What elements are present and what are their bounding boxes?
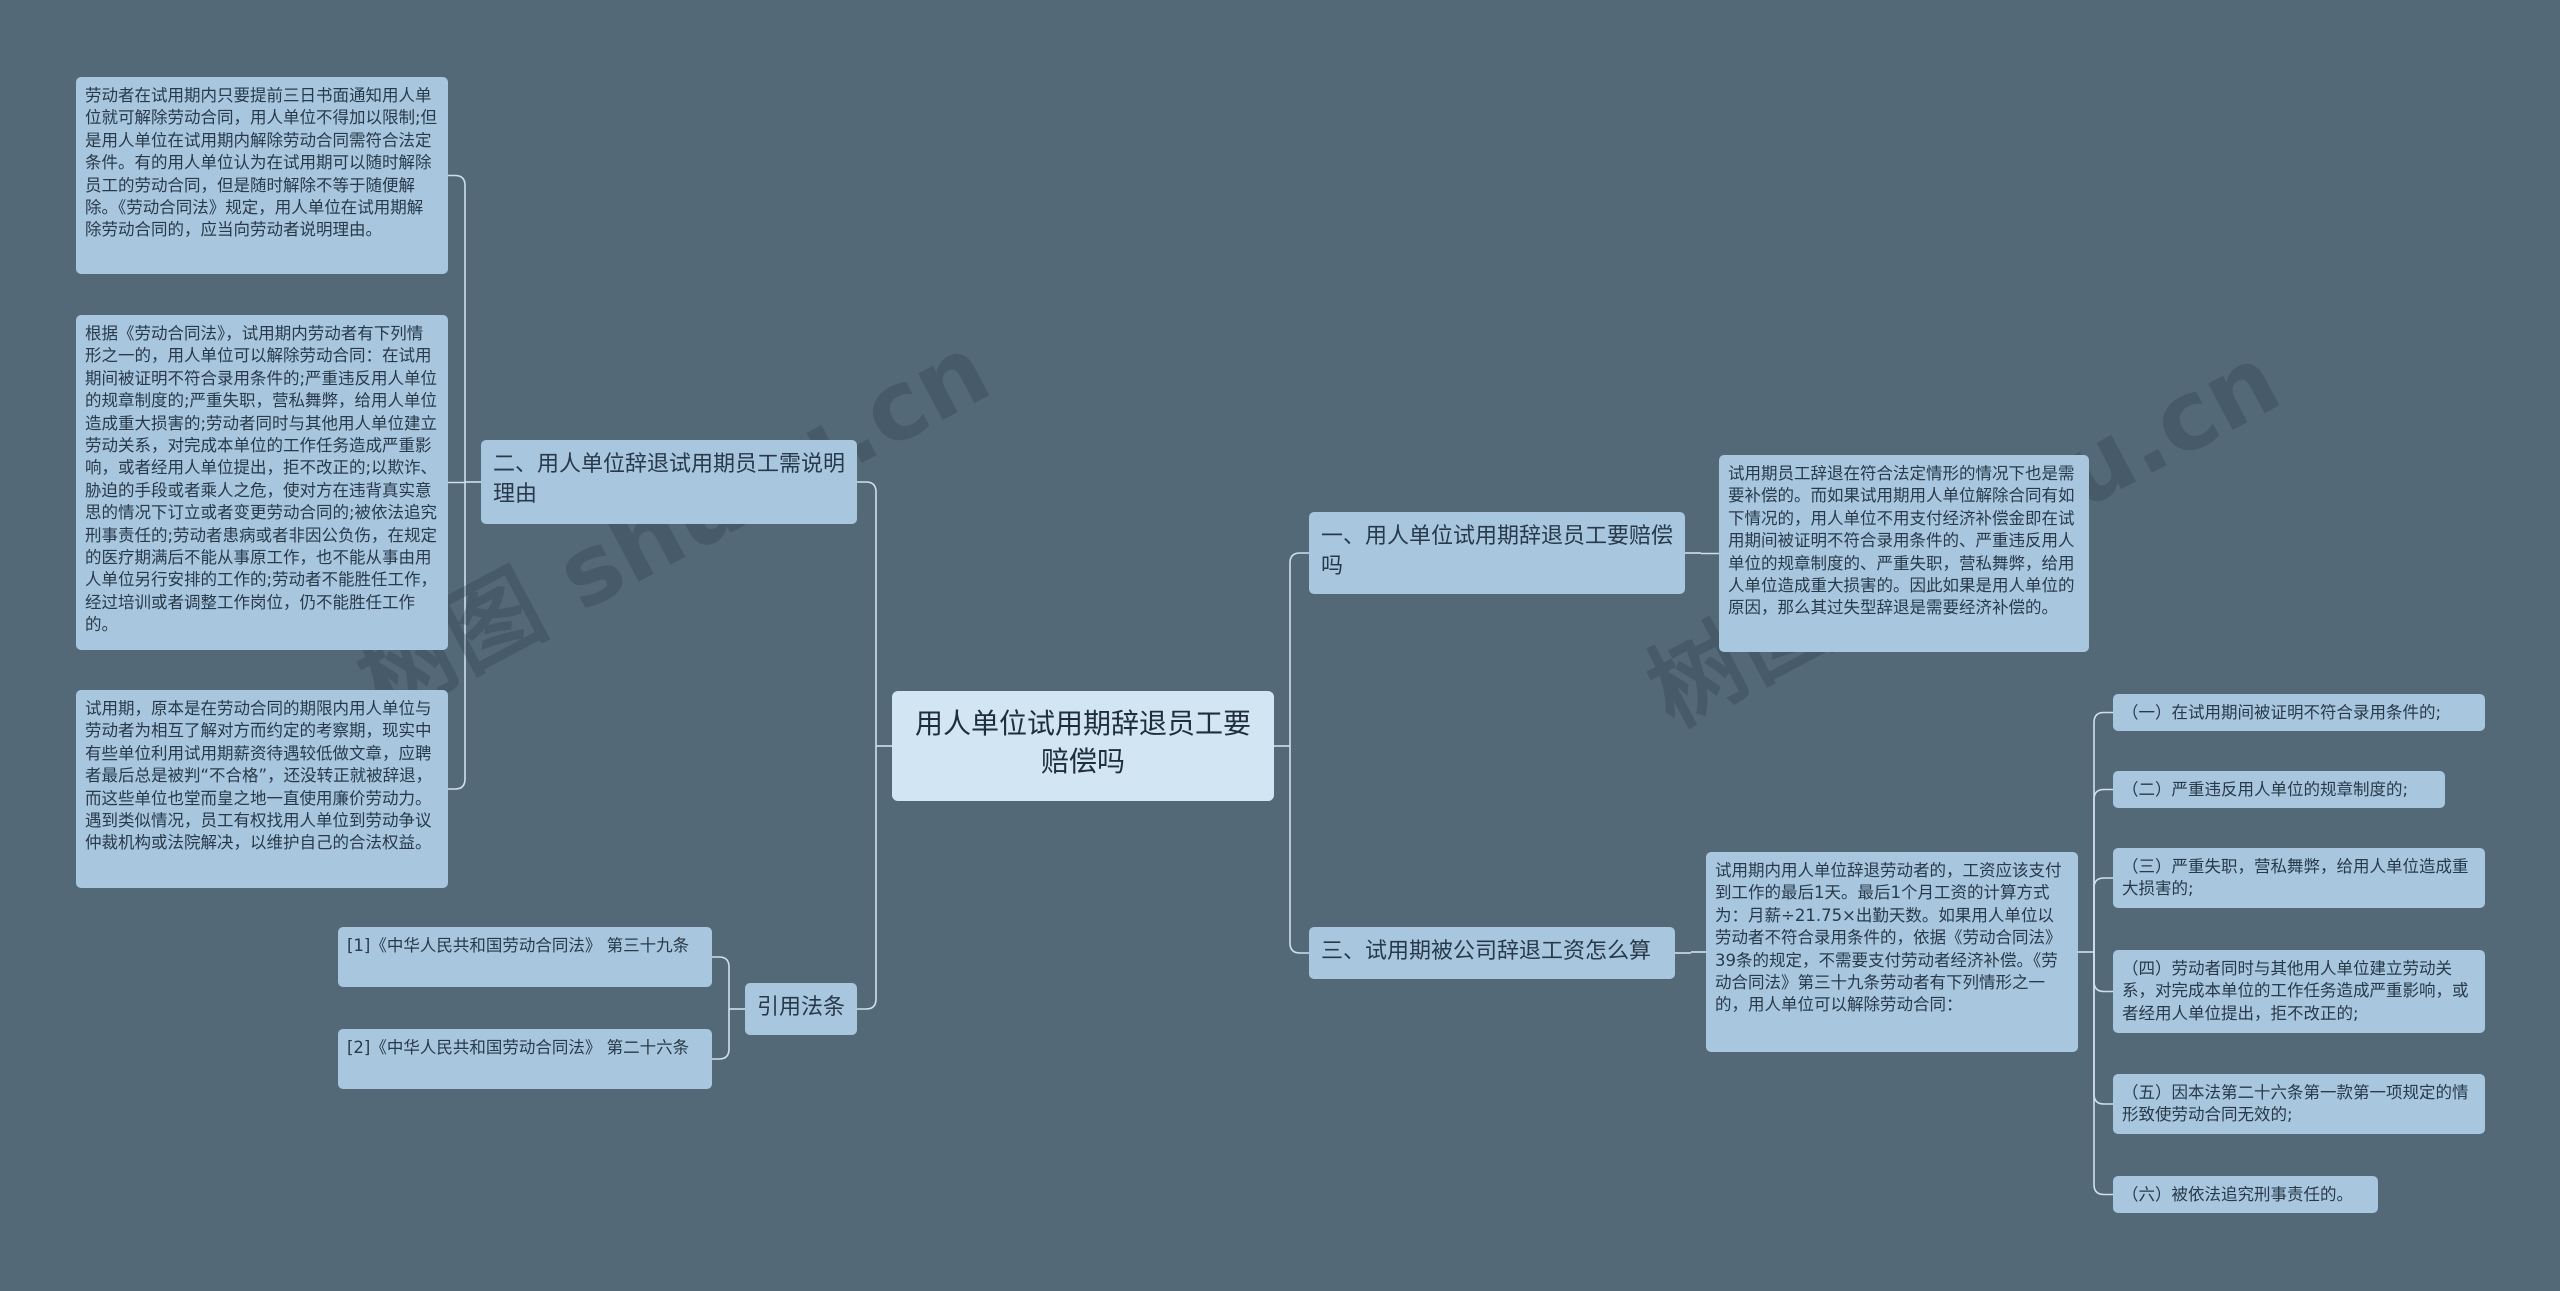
branch-topic-salary-calculation[interactable]: 三、试用期被公司辞退工资怎么算: [1309, 927, 1675, 979]
connector-line: [2093, 952, 2113, 1196]
connector-line: [857, 481, 877, 746]
branch-topic-employer-compensation[interactable]: 一、用人单位试用期辞退员工要赔偿吗: [1309, 512, 1685, 594]
leaf-citation-1[interactable]: [1]《中华人民共和国劳动合同法》 第三十九条: [338, 927, 712, 987]
leaf-article-39-item-1[interactable]: （一）在试用期间被证明不符合录用条件的;: [2113, 694, 2485, 731]
connector-line: [2093, 788, 2113, 952]
leaf-compensation-detail[interactable]: 试用期员工辞退在符合法定情形的情况下也是需要补偿的。而如果试用期用人单位解除合同…: [1719, 455, 2089, 652]
connector-line: [1289, 552, 1309, 746]
connector-line: [712, 1009, 730, 1060]
branch-topic-explain-reason[interactable]: 二、用人单位辞退试用期员工需说明理由: [481, 440, 857, 524]
connector-line: [2093, 711, 2113, 952]
connector-line: [448, 174, 466, 482]
connector-line: [2093, 952, 2113, 993]
leaf-article-39-item-4[interactable]: （四）劳动者同时与其他用人单位建立劳动关系，对完成本单位的工作任务造成严重影响，…: [2113, 950, 2485, 1033]
connector-line: [448, 482, 466, 790]
leaf-article-39-item-3[interactable]: （三）严重失职，营私舞弊，给用人单位造成重大损害的;: [2113, 848, 2485, 908]
connector-line: [712, 956, 730, 1009]
leaf-salary-rule[interactable]: 试用期内用人单位辞退劳动者的，工资应该支付到工作的最后1天。最后1个月工资的计算…: [1706, 852, 2078, 1052]
connector-line: [2093, 952, 2113, 1105]
leaf-article-39-item-2[interactable]: （二）严重违反用人单位的规章制度的;: [2113, 771, 2445, 808]
leaf-article-39-item-6[interactable]: （六）被依法追究刑事责任的。: [2113, 1176, 2378, 1213]
leaf-probation-termination-notice[interactable]: 劳动者在试用期内只要提前三日书面通知用人单位就可解除劳动合同，用人单位不得加以限…: [76, 77, 448, 274]
leaf-citation-2[interactable]: [2]《中华人民共和国劳动合同法》 第二十六条: [338, 1029, 712, 1089]
connector-line: [857, 746, 877, 1010]
leaf-article-39-item-5[interactable]: （五）因本法第二十六条第一款第一项规定的情形致使劳动合同无效的;: [2113, 1074, 2485, 1134]
branch-topic-cited-laws[interactable]: 引用法条: [745, 983, 857, 1035]
leaf-termination-conditions[interactable]: 根据《劳动合同法》，试用期内劳动者有下列情形之一的，用人单位可以解除劳动合同：在…: [76, 315, 448, 650]
leaf-probation-definition[interactable]: 试用期，原本是在劳动合同的期限内用人单位与劳动者为相互了解对方而约定的考察期，现…: [76, 690, 448, 888]
root-topic[interactable]: 用人单位试用期辞退员工要赔偿吗: [892, 691, 1274, 801]
connector-line: [2093, 877, 2113, 952]
connector-line: [1289, 746, 1309, 954]
